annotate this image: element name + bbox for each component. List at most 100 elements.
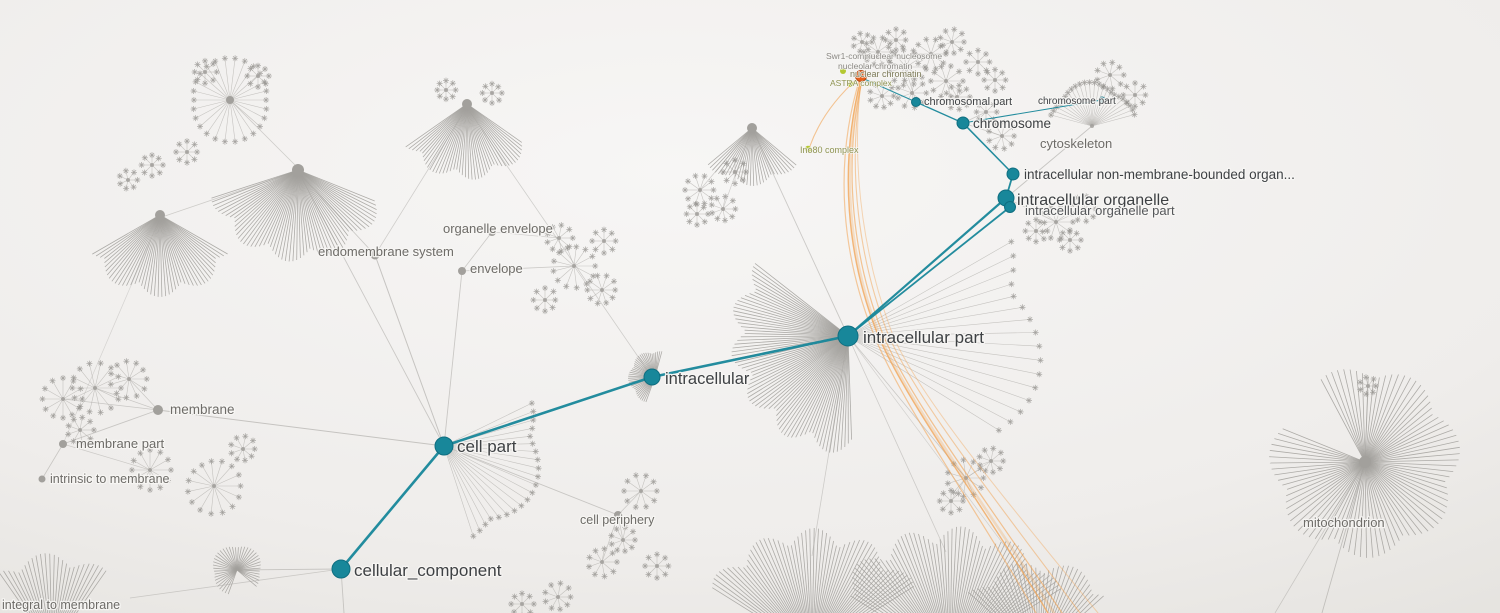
star-burst-cluster [1356, 373, 1380, 398]
green-term-node[interactable] [848, 81, 854, 87]
star-burst-cluster [227, 432, 259, 464]
star-burst-cluster [1093, 59, 1128, 93]
label-chromosome-part[interactable]: chromosome part [1037, 95, 1118, 109]
gray-term-node[interactable] [153, 405, 163, 415]
tiny-term-label[interactable]: Swr1-complex [825, 50, 881, 61]
node-intracellular-organelle-part[interactable] [1004, 201, 1016, 213]
cluster-term-label[interactable]: organelle envelope [442, 220, 554, 238]
gray-term-node[interactable] [59, 440, 67, 448]
node-chromosome-part[interactable] [1098, 96, 1106, 104]
dense-fan-cluster [0, 553, 107, 613]
star-burst-cluster [585, 545, 621, 580]
gray-term-node[interactable] [292, 164, 304, 176]
dense-fan-cluster [405, 103, 523, 180]
star-burst-cluster [116, 167, 141, 192]
node-non-membrane-bounded[interactable] [1006, 167, 1020, 181]
gray-term-node[interactable] [1359, 456, 1371, 468]
green-term-node[interactable] [804, 145, 812, 153]
cluster-layer [0, 25, 1460, 613]
star-burst-cluster [850, 30, 876, 55]
star-burst-cluster [882, 25, 910, 54]
node-intracellular-part[interactable] [837, 325, 859, 347]
cluster-term-label[interactable]: endomembrane system [317, 243, 455, 261]
star-burst-cluster [962, 47, 993, 78]
label-intracellular-organelle-part[interactable]: intracellular organelle part [1024, 202, 1176, 220]
star-burst-cluster [681, 172, 717, 208]
star-burst-cluster [936, 25, 968, 57]
star-burst-cluster [708, 193, 739, 224]
star-burst-cluster [1047, 78, 1138, 128]
node-intracellular[interactable] [643, 368, 661, 386]
gray-term-node[interactable] [488, 228, 496, 236]
star-burst-cluster [886, 46, 929, 89]
gray-term-node[interactable] [155, 210, 165, 220]
star-burst-cluster [985, 118, 1018, 153]
star-burst-cluster [64, 414, 98, 447]
highlighted-term-node[interactable] [855, 70, 867, 82]
cluster-term-label[interactable]: integral to membrane [1, 597, 122, 613]
star-burst-cluster [184, 457, 244, 518]
dense-fan-cluster [1269, 369, 1460, 558]
star-burst-cluster [583, 272, 619, 307]
cluster-term-label[interactable]: membrane part [75, 435, 166, 453]
gray-term-node[interactable] [226, 96, 234, 104]
cluster-term-label[interactable]: cell periphery [579, 512, 657, 529]
dense-fan-cluster [92, 214, 228, 297]
path-node-layer [331, 68, 1106, 579]
label-intracellular-organelle[interactable]: intracellular organelle [1016, 191, 1171, 211]
tiny-term-label[interactable]: nucleolar chromatin [837, 60, 913, 71]
label-layer: cellular_component cell part intracellular… [1, 50, 1386, 613]
gray-node-layer [38, 96, 1371, 519]
star-burst-cluster [866, 79, 898, 111]
cluster-term-label[interactable]: envelope [469, 260, 524, 278]
label-chromosome[interactable]: chromosome [972, 115, 1053, 133]
tiny-term-label[interactable]: nuclear chromatin [849, 68, 922, 79]
gray-term-node[interactable] [462, 99, 472, 109]
tiny-term-label[interactable]: Ino80 complex [799, 144, 859, 155]
star-burst-cluster [107, 357, 151, 402]
label-non-membrane-bounded[interactable]: intracellular non-membrane-bounded organ… [1023, 166, 1296, 184]
star-burst-cluster [541, 579, 574, 613]
star-burst-cluster [860, 34, 896, 68]
star-burst-cluster [478, 80, 506, 107]
dense-fan-cluster [211, 169, 377, 262]
label-cell-part[interactable]: cell part [456, 436, 518, 458]
star-burst-cluster [138, 151, 167, 180]
green-term-node[interactable] [840, 68, 846, 74]
gray-term-node[interactable] [370, 250, 380, 260]
star-burst-cluster [550, 243, 599, 292]
star-burst-cluster [1068, 192, 1100, 225]
gray-term-node[interactable] [38, 475, 46, 483]
star-burst-cluster [39, 374, 86, 422]
cluster-term-label[interactable]: membrane [169, 401, 236, 419]
gray-term-node[interactable] [747, 123, 757, 133]
gray-term-node[interactable] [458, 267, 466, 275]
star-burst-cluster [976, 445, 1007, 476]
tiny-term-label[interactable]: ASTRA complex [829, 77, 893, 88]
gray-term-node[interactable] [614, 511, 622, 519]
star-burst-cluster [942, 81, 974, 113]
node-chromosomal-part[interactable] [911, 97, 921, 107]
cluster-term-label[interactable]: mitochondrion [1302, 514, 1386, 532]
node-cellular-component[interactable] [331, 559, 351, 579]
label-intracellular[interactable]: intracellular [664, 369, 751, 390]
star-burst-cluster [191, 57, 221, 87]
star-burst-cluster [442, 399, 542, 540]
star-burst-cluster [507, 590, 538, 613]
star-burst-cluster [588, 226, 620, 257]
node-cell-part[interactable] [434, 436, 454, 456]
star-burst-cluster [607, 523, 639, 555]
label-cellular-component[interactable]: cellular_component [353, 560, 503, 582]
cluster-term-label[interactable]: cytoskeleton [1039, 135, 1114, 153]
star-burst-cluster [243, 62, 273, 91]
star-burst-cluster [1021, 216, 1051, 246]
cluster-term-label[interactable]: intrinsic to membrane [49, 471, 171, 488]
node-chromosome[interactable] [956, 116, 970, 130]
star-burst-cluster [128, 446, 175, 494]
tiny-term-label[interactable]: nuclear nucleosome [865, 50, 943, 61]
label-intracellular-part[interactable]: intracellular part [862, 327, 986, 349]
label-chromosomal-part[interactable]: chromosomal part [923, 95, 1014, 110]
